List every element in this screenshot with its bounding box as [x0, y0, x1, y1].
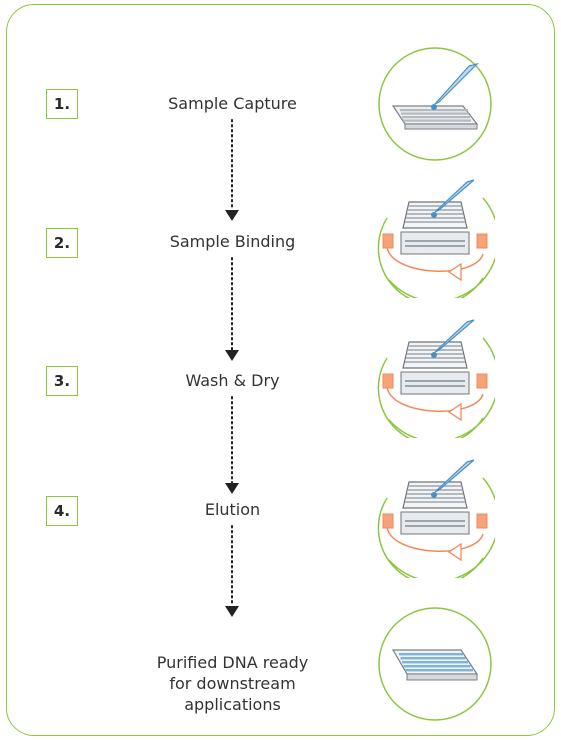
flow-arrow-3	[225, 396, 239, 494]
step-2-number: 2.	[46, 228, 78, 258]
step-3-number: 3.	[46, 366, 78, 396]
final-label-line1: Purified DNA ready	[156, 653, 309, 672]
final-label: Purified DNA ready for downstream applic…	[110, 652, 355, 715]
step-2-label: Sample Binding	[169, 232, 296, 251]
step-1-label: Sample Capture	[168, 94, 297, 113]
flow-arrow-2	[225, 257, 239, 361]
step-3-label: Wash & Dry	[185, 371, 280, 390]
plate-pipette-icon	[378, 47, 492, 161]
final-label-line3: applications	[184, 695, 281, 714]
plate-purified-icon	[378, 607, 492, 721]
process-frame	[6, 4, 555, 736]
step-1-number: 1.	[46, 89, 78, 119]
plate-vacuum-rotate-icon-wash	[377, 319, 495, 438]
plate-vacuum-rotate-icon-elution	[377, 459, 495, 578]
step-4-number: 4.	[46, 496, 78, 526]
plate-vacuum-rotate-icon	[377, 179, 495, 298]
flow-arrow-4	[225, 525, 239, 617]
final-label-line2: for downstream	[169, 674, 296, 693]
step-4-label: Elution	[204, 500, 261, 519]
flow-arrow-1	[225, 119, 239, 221]
